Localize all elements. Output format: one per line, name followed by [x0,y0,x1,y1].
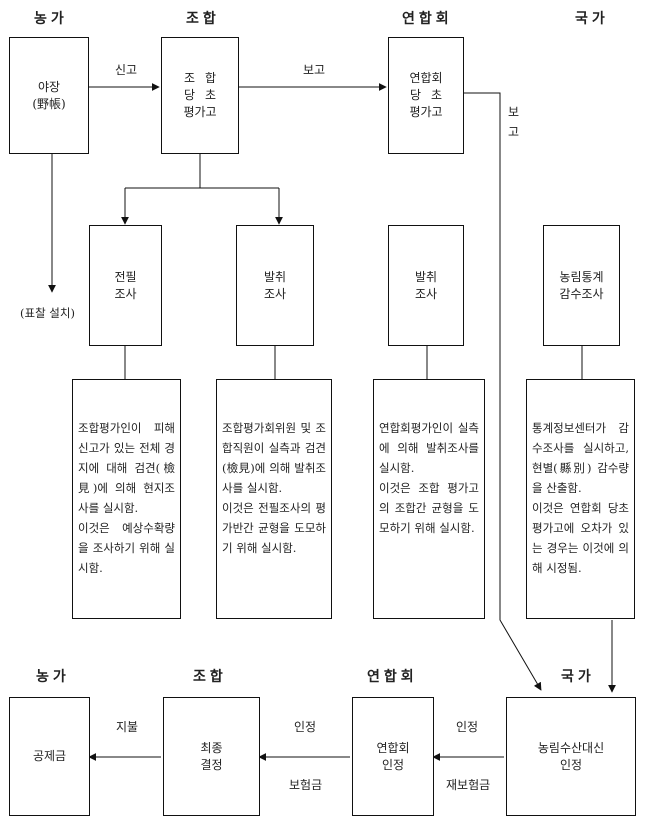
box-minister-approval: 농림수산대신 인정 [506,697,636,816]
box-field-book: 야장 (野帳) [9,37,89,154]
label-report-state: 보고 [508,105,520,139]
box-sample-survey-union: 발취 조사 [236,225,314,346]
desc-stat-survey: 통계정보센터가 감수조사를 실시하고, 현별(縣別) 감수량을 산출함. 이것은… [526,379,635,619]
header-union-bottom: 조합 [193,669,227,685]
label-approve-fed: 인정 [456,720,479,734]
box-fed-eval: 연합회 당초 평가고 [388,37,464,154]
desc-sample-survey-fed: 연합회평가인이 실측에 의해 발취조사를 실시함. 이것은 조합 평가고의 조합… [373,379,485,619]
label-reinsurance: 재보험금 [446,778,491,792]
label-stake: (표찰 설치) [20,306,75,320]
desc-sample-survey-union: 조합평가회위원 및 조합직원이 실측과 검견(檢見)에 의해 발취조사를 실시함… [216,379,332,619]
arrow-report-state [463,92,542,691]
box-full-survey: 전필 조사 [89,225,162,346]
box-stat-survey: 농림통계 감수조사 [543,225,620,346]
box-final-decision: 최종 결정 [163,697,260,816]
label-insurance: 보험금 [289,778,323,792]
box-union-eval: 조합 당초 평가고 [161,37,239,154]
header-federation-bottom: 연합회 [367,669,418,685]
header-farm-top: 농가 [34,11,68,27]
desc-full-survey: 조합평가인이 피해신고가 있는 전체 경지에 대해 검견(檢見)에 의해 현지조… [72,379,181,619]
header-state-top: 국가 [575,11,609,27]
label-approve-union: 인정 [294,720,317,734]
label-report-union: 신고 [115,63,138,77]
header-union-top: 조합 [186,11,220,27]
box-sample-survey-fed: 발취 조사 [388,225,464,346]
header-federation-top: 연합회 [402,11,453,27]
header-farm-bottom: 농가 [36,669,70,685]
label-pay: 지불 [116,720,139,734]
box-fed-approval: 연합회 인정 [352,697,434,816]
label-report-fed: 보고 [303,63,326,77]
header-state-bottom: 국가 [561,669,595,685]
box-deduction: 공제금 [9,697,90,816]
